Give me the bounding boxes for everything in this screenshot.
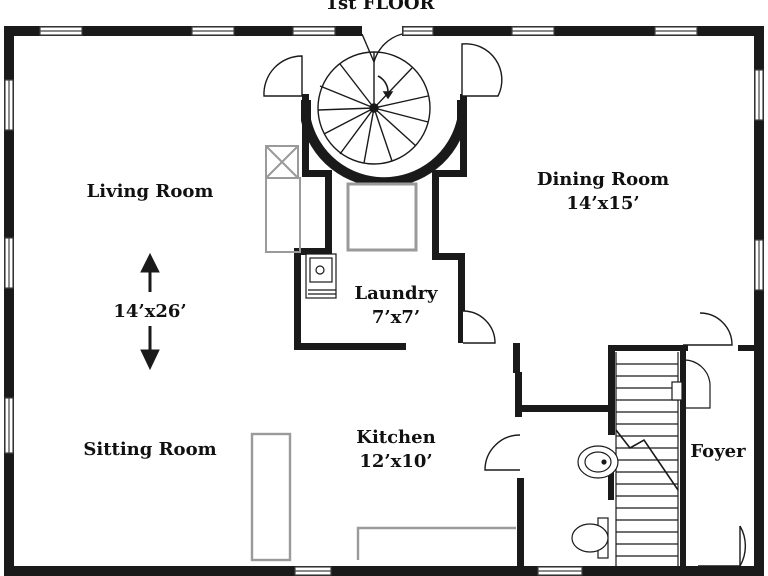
interior-walls [294, 94, 754, 568]
doors [263, 26, 747, 567]
laundry-name: Laundry [354, 283, 438, 304]
dining-room-label: Dining Room 14’x15’ [528, 168, 678, 216]
living-room-label: Living Room [80, 180, 220, 204]
laundry-dims: 7’x7’ [371, 307, 421, 328]
laundry-label: Laundry 7’x7’ [346, 282, 446, 330]
straight-staircase [615, 352, 711, 566]
double-arrow-icon [140, 252, 160, 371]
dining-room-name: Dining Room [536, 169, 670, 190]
kitchen-counters [250, 432, 516, 562]
kitchen-label: Kitchen 12’x10’ [346, 426, 446, 474]
kitchen-dims: 12’x10’ [359, 451, 433, 472]
windows [4, 26, 764, 576]
sitting-room-label: Sitting Room [83, 439, 217, 460]
spiral-staircase [301, 51, 467, 188]
living-room-dims: 14’x26’ [113, 301, 187, 322]
floor-title: 1st FLOOR [325, 0, 435, 14]
living-room-name: Living Room [86, 181, 214, 202]
bath-fixtures [571, 445, 619, 559]
dining-room-dims: 14’x15’ [566, 193, 640, 214]
foyer-label: Foyer [690, 441, 746, 462]
closets [265, 145, 301, 253]
kitchen-name: Kitchen [356, 427, 436, 448]
laundry-fixtures [305, 182, 418, 299]
